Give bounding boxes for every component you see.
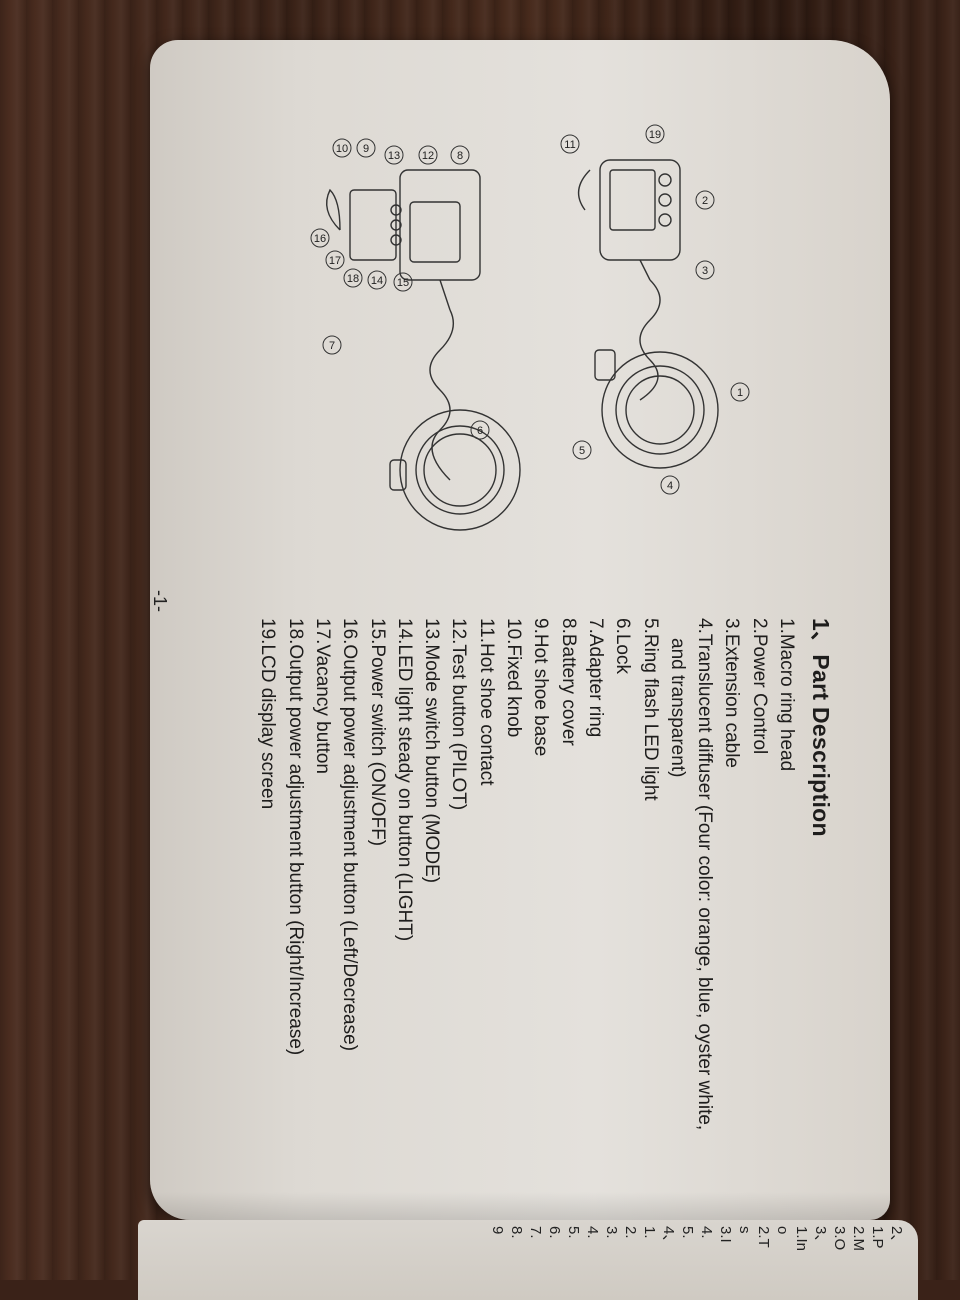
list-item: 10.Fixed knob [503, 618, 525, 738]
next-page-fragment: 1. [641, 1226, 658, 1239]
callout-6: 6 [477, 425, 483, 437]
list-item: 4.Translucent diffuser (Four color: oran… [694, 618, 716, 1131]
callout-7: 7 [329, 340, 335, 352]
callout-markers: 1 2 3 4 5 6 7 8 9 10 11 12 13 14 15 16 1… [310, 124, 750, 495]
controller-unit-view-b [326, 169, 521, 531]
next-page-fragment: 5. [565, 1226, 582, 1239]
next-page-fragment: 2、 [888, 1226, 905, 1250]
next-page-fragment: 2.T [755, 1226, 772, 1248]
callout-11: 11 [564, 139, 575, 151]
callout-9: 9 [363, 143, 369, 155]
list-item-continuation: and transparent) [666, 638, 688, 778]
next-page-fragment: 4. [584, 1226, 601, 1239]
list-item: 18.Output power adjustment button (Right… [284, 618, 306, 1056]
next-page-fragment: 4. [698, 1226, 715, 1239]
list-item: 1.Macro ring head [776, 618, 797, 772]
list-item: 2.Power Control [748, 618, 770, 755]
manual-page [150, 40, 890, 1220]
next-page-fragment: 6. [546, 1226, 563, 1239]
next-page-fragment: 9 [489, 1226, 506, 1235]
next-page-fragment: 2. [622, 1226, 639, 1239]
callout-3: 3 [702, 265, 708, 277]
next-page-fragment: 8. [508, 1226, 525, 1239]
callout-10: 10 [336, 143, 348, 155]
list-item: 7.Adapter ring [584, 618, 606, 738]
callout-8: 8 [457, 150, 463, 162]
next-page-fragment: 7. [527, 1226, 544, 1239]
list-item: 15.Power switch (ON/OFF) [366, 618, 388, 847]
ring-flash-diagram: 1 2 3 4 5 6 7 8 9 10 11 12 13 14 15 16 1… [310, 124, 750, 531]
next-page-fragment: 1.In [793, 1226, 810, 1252]
list-item: 5.Ring flash LED light [639, 618, 661, 801]
callout-12: 12 [422, 150, 434, 162]
callout-13: 13 [388, 150, 400, 162]
list-item: 17.Vacancy button [311, 618, 333, 774]
next-page-fragment: 2.M [850, 1226, 867, 1252]
callout-1: 1 [737, 387, 743, 399]
list-item: 12.Test button (PILOT) [448, 618, 470, 811]
next-page-fragment: 3.O [831, 1226, 848, 1251]
callout-17: 17 [329, 255, 341, 267]
list-item: 6.Lock [612, 618, 634, 674]
list-item: 9.Hot shoe base [530, 618, 552, 757]
next-page-fragment: 3. [603, 1226, 620, 1239]
callout-18: 18 [347, 273, 359, 285]
parts-list: 1.Macro ring head 2.Power Control 3.Exte… [254, 618, 800, 1178]
callout-5: 5 [579, 445, 585, 457]
list-item: 3.Extension cable [721, 618, 743, 768]
part-description: 1、Part Description 1.Macro ring head 2.P… [200, 618, 840, 1178]
next-page-fragment: 3.I [717, 1226, 734, 1243]
section-heading: 1、Part Description [808, 618, 834, 837]
callout-4: 4 [667, 480, 673, 492]
list-item: 14.LED light steady on button (LIGHT) [393, 618, 415, 942]
next-page-fragment: 1.P [869, 1226, 886, 1249]
callout-19: 19 [649, 129, 661, 141]
callout-2: 2 [702, 195, 708, 207]
next-page-fragment: s [736, 1226, 753, 1234]
list-item: 8.Battery cover [557, 618, 579, 746]
callout-16: 16 [314, 233, 326, 245]
list-item: 19.LCD display screen [257, 618, 279, 810]
list-item: 11.Hot shoe contact [475, 618, 497, 786]
list-item: 13.Mode switch button (MODE) [421, 618, 443, 884]
callout-14: 14 [371, 275, 383, 287]
next-page-fragment: o [774, 1226, 791, 1235]
list-item: 16.Output power adjustment button (Left/… [339, 618, 361, 1052]
next-page-fragment: 4、 [660, 1226, 677, 1250]
next-page-fragment: 3、 [812, 1226, 829, 1250]
controller-unit-view-a [577, 159, 719, 469]
next-page-fragment: 5. [679, 1226, 696, 1239]
callout-15: 15 [397, 277, 409, 289]
page-number: -1- [150, 590, 170, 612]
